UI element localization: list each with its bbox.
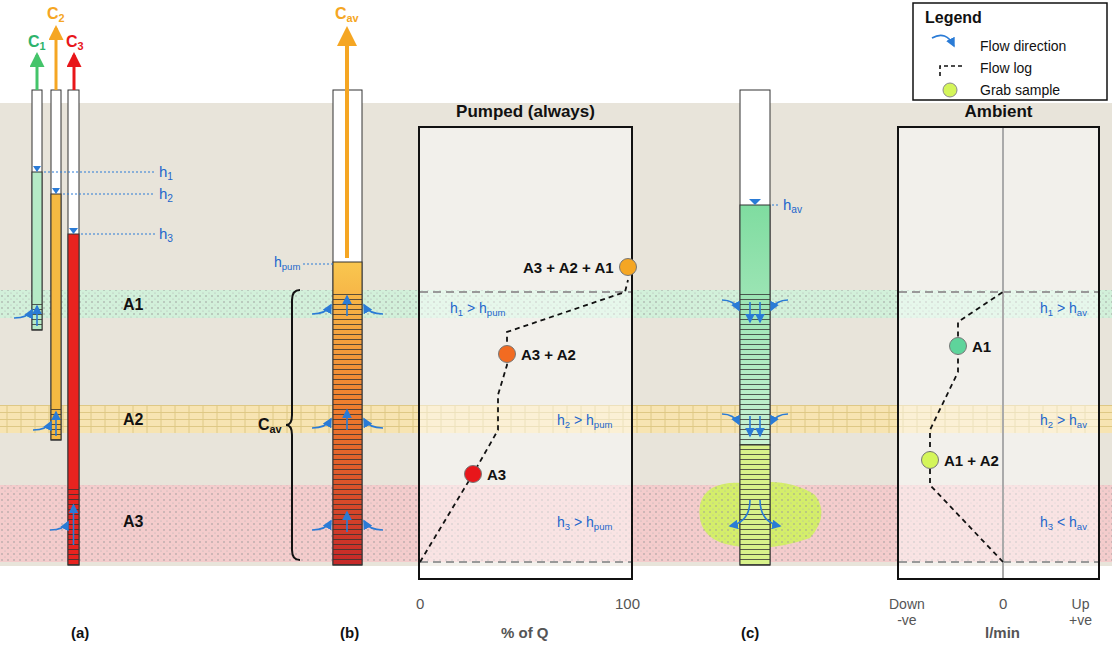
grab-sample-dot bbox=[464, 465, 482, 483]
head-condition: h2 > hpum bbox=[557, 412, 612, 428]
subscript: av bbox=[270, 423, 282, 435]
head-label: h2 bbox=[159, 185, 173, 202]
head-condition: h3 > hpum bbox=[557, 514, 612, 530]
legend-text: Grab sample bbox=[980, 82, 1060, 98]
axis-tick: Up +ve bbox=[1069, 596, 1092, 628]
subscript: 1 bbox=[458, 307, 463, 318]
head-label: h3 bbox=[159, 225, 173, 242]
axis-title: l/min bbox=[985, 624, 1020, 641]
grab-sample-dot bbox=[949, 337, 967, 355]
subscript: 3 bbox=[78, 40, 84, 52]
grab-sample-dot bbox=[498, 345, 516, 363]
sample-label: A3 bbox=[487, 466, 506, 483]
panel-heading: Pumped (always) bbox=[400, 102, 651, 122]
subscript: 2 bbox=[167, 193, 173, 204]
aquifer-label: A1 bbox=[123, 296, 143, 314]
grab-sample: A3 + A2 + A1 bbox=[523, 258, 637, 276]
concentration-label: C3 bbox=[66, 33, 84, 51]
panel-label: (a) bbox=[71, 624, 89, 641]
head-condition: h1 > hav bbox=[1040, 300, 1087, 316]
grab-sample: A1 + A2 bbox=[921, 451, 999, 469]
subscript: av bbox=[1077, 419, 1087, 430]
subscript: 3 bbox=[565, 521, 570, 532]
subscript: 3 bbox=[1048, 521, 1053, 532]
legend-title: Legend bbox=[925, 9, 982, 27]
aquifer-label: A3 bbox=[123, 513, 143, 531]
axis-tick: 100 bbox=[615, 595, 640, 612]
concentration-label: Cav bbox=[258, 416, 282, 434]
grab-sample: A1 bbox=[949, 337, 991, 355]
subscript: pum bbox=[594, 521, 613, 532]
subscript: av bbox=[1077, 521, 1087, 532]
sample-label: A3 + A2 bbox=[521, 346, 576, 363]
subscript: 2 bbox=[1048, 419, 1053, 430]
subscript: pum bbox=[487, 307, 506, 318]
axis-tick: 0 bbox=[416, 595, 424, 612]
head-label: hav bbox=[783, 196, 802, 213]
panel-label: (b) bbox=[340, 624, 359, 641]
head-condition: h1 > hpum bbox=[450, 300, 505, 316]
grab-sample-dot bbox=[921, 451, 939, 469]
axis-title: % of Q bbox=[501, 624, 549, 641]
subscript: 1 bbox=[167, 171, 173, 182]
subscript: pum bbox=[594, 419, 613, 430]
head-label: h1 bbox=[159, 163, 173, 180]
head-condition: h3 < hav bbox=[1040, 514, 1087, 530]
flow-log-panel: AmbientA1A1 + A2 bbox=[897, 126, 1100, 580]
sample-label: A3 + A2 + A1 bbox=[523, 259, 614, 276]
subscript: pum bbox=[282, 261, 301, 272]
subscript: av bbox=[347, 12, 359, 24]
panel-label: (c) bbox=[741, 624, 759, 641]
head-condition: h2 > hav bbox=[1040, 412, 1087, 428]
axis-tick: Down -ve bbox=[889, 596, 925, 628]
subscript: 1 bbox=[1048, 307, 1053, 318]
subscript: 2 bbox=[565, 419, 570, 430]
flow-log-panel: Pumped (always)A3 + A2 + A1A3 + A2A3 bbox=[418, 126, 633, 580]
grab-sample: A3 + A2 bbox=[498, 345, 576, 363]
subscript: 1 bbox=[40, 40, 46, 52]
legend-text: Flow log bbox=[980, 60, 1032, 76]
aquifer-label: A2 bbox=[123, 411, 143, 429]
subscript: 3 bbox=[167, 233, 173, 244]
concentration-label: Cav bbox=[335, 5, 359, 23]
axis-tick: 0 bbox=[999, 595, 1007, 612]
subscript: 2 bbox=[59, 12, 65, 24]
sample-label: A1 + A2 bbox=[944, 452, 999, 469]
head-label: hpum bbox=[274, 254, 300, 270]
concentration-label: C1 bbox=[28, 33, 46, 51]
concentration-label: C2 bbox=[47, 5, 65, 23]
subscript: av bbox=[1077, 307, 1087, 318]
grab-sample-dot bbox=[619, 258, 637, 276]
sample-label: A1 bbox=[972, 338, 991, 355]
legend-text: Flow direction bbox=[980, 38, 1066, 54]
panel-heading: Ambient bbox=[879, 102, 1112, 122]
grab-sample: A3 bbox=[464, 465, 506, 483]
subscript: av bbox=[791, 204, 802, 215]
